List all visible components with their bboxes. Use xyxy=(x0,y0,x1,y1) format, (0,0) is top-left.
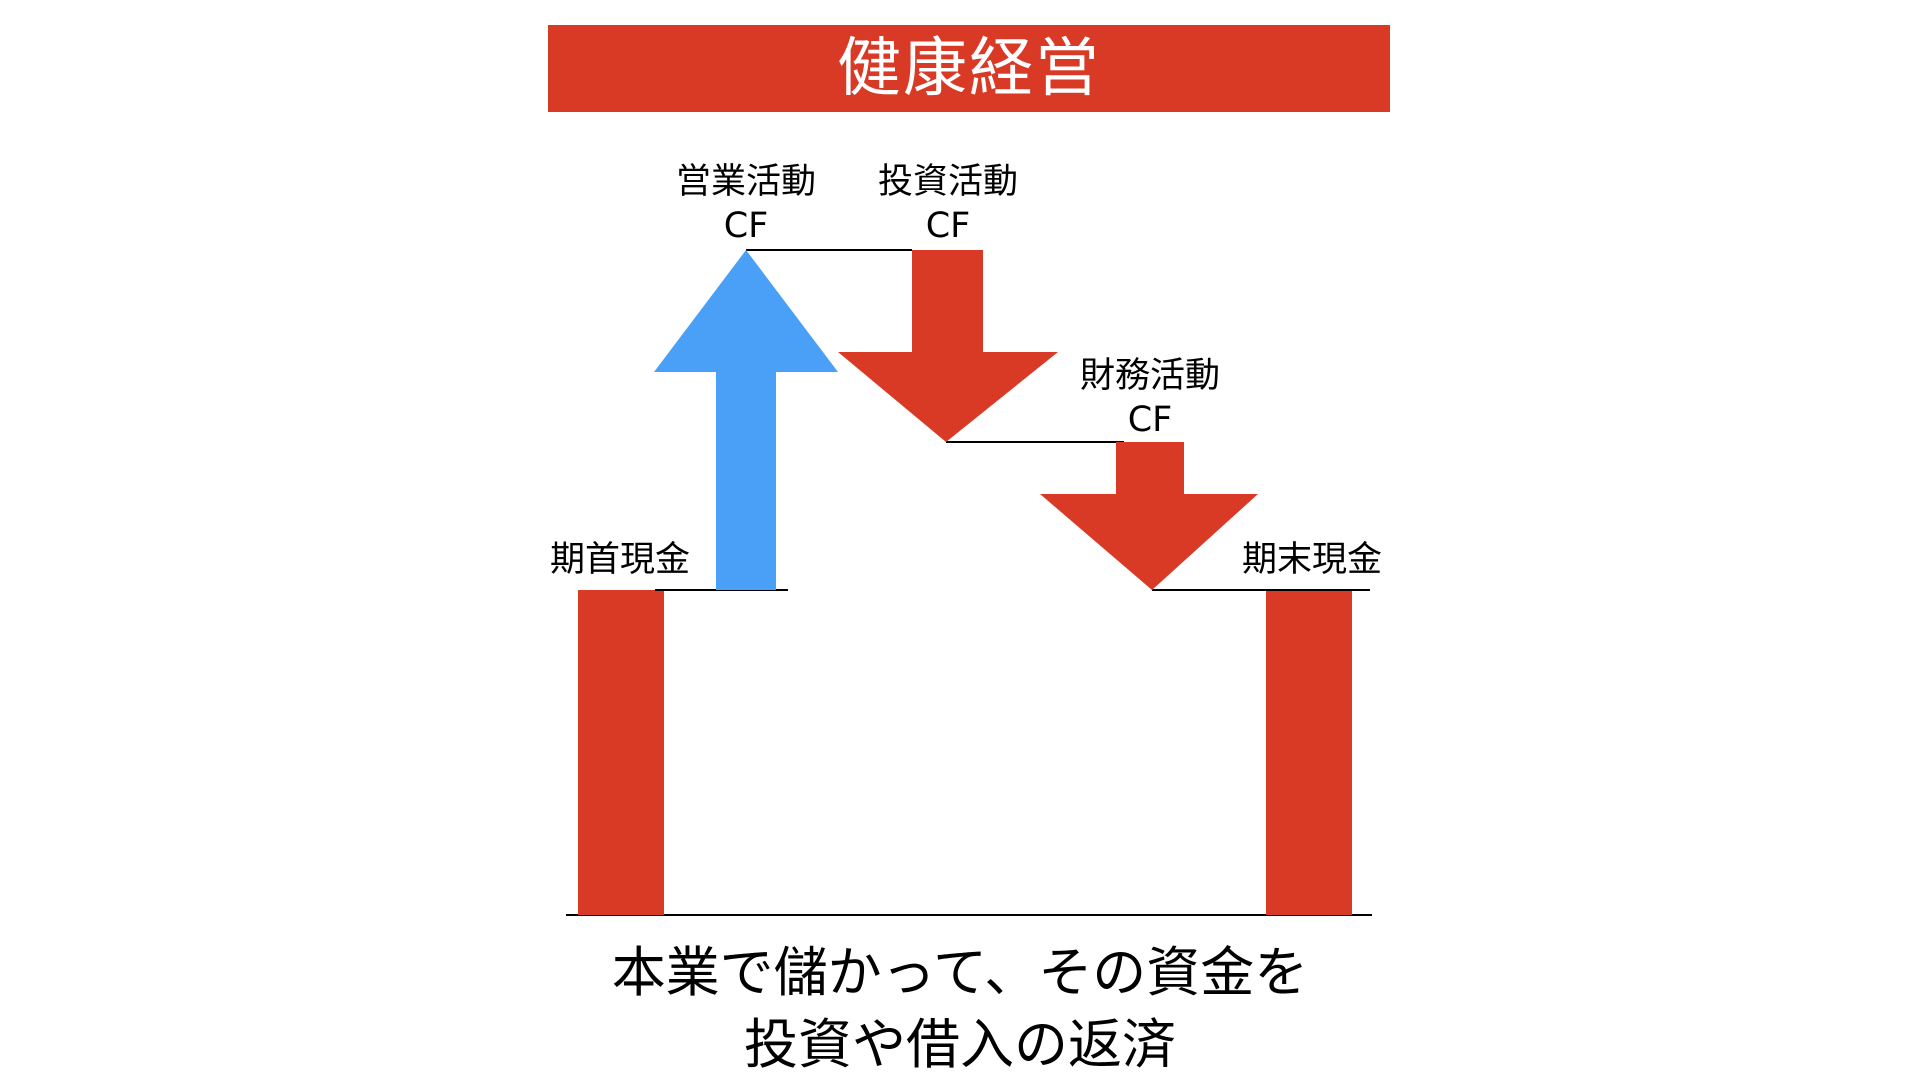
investing-cf-label-line1: 投資活動 xyxy=(877,162,1018,202)
investing-cf-label: 投資活動 CF xyxy=(858,160,1038,248)
financing-cf-label-line2: CF xyxy=(1127,400,1173,440)
operating-cf-label-line2: CF xyxy=(723,206,769,246)
financing-cf-arrow xyxy=(1040,442,1258,590)
ending-cash-label: 期末現金 xyxy=(1241,540,1382,580)
beginning-cash-label: 期首現金 xyxy=(549,540,690,580)
operating-cf-label: 営業活動 CF xyxy=(656,160,836,248)
financing-cf-label: 財務活動 CF xyxy=(1060,354,1240,442)
caption: 本業で儲かって、その資金を 投資や借入の返済 xyxy=(460,937,1460,1081)
caption-line2: 投資や借入の返済 xyxy=(744,1013,1176,1076)
beginning-cash-bar xyxy=(578,590,664,915)
title-banner: 健康経営 xyxy=(548,25,1390,112)
ending-cash-bar xyxy=(1266,590,1352,915)
operating-cf-label-line1: 営業活動 xyxy=(675,162,816,202)
operating-cf-arrow xyxy=(654,250,838,590)
financing-cf-label-line1: 財務活動 xyxy=(1079,356,1220,396)
investing-cf-arrow xyxy=(838,250,1058,442)
caption-line1: 本業で儲かって、その資金を xyxy=(611,941,1309,1004)
title: 健康経営 xyxy=(837,31,1101,106)
investing-cf-label-line2: CF xyxy=(925,206,971,246)
